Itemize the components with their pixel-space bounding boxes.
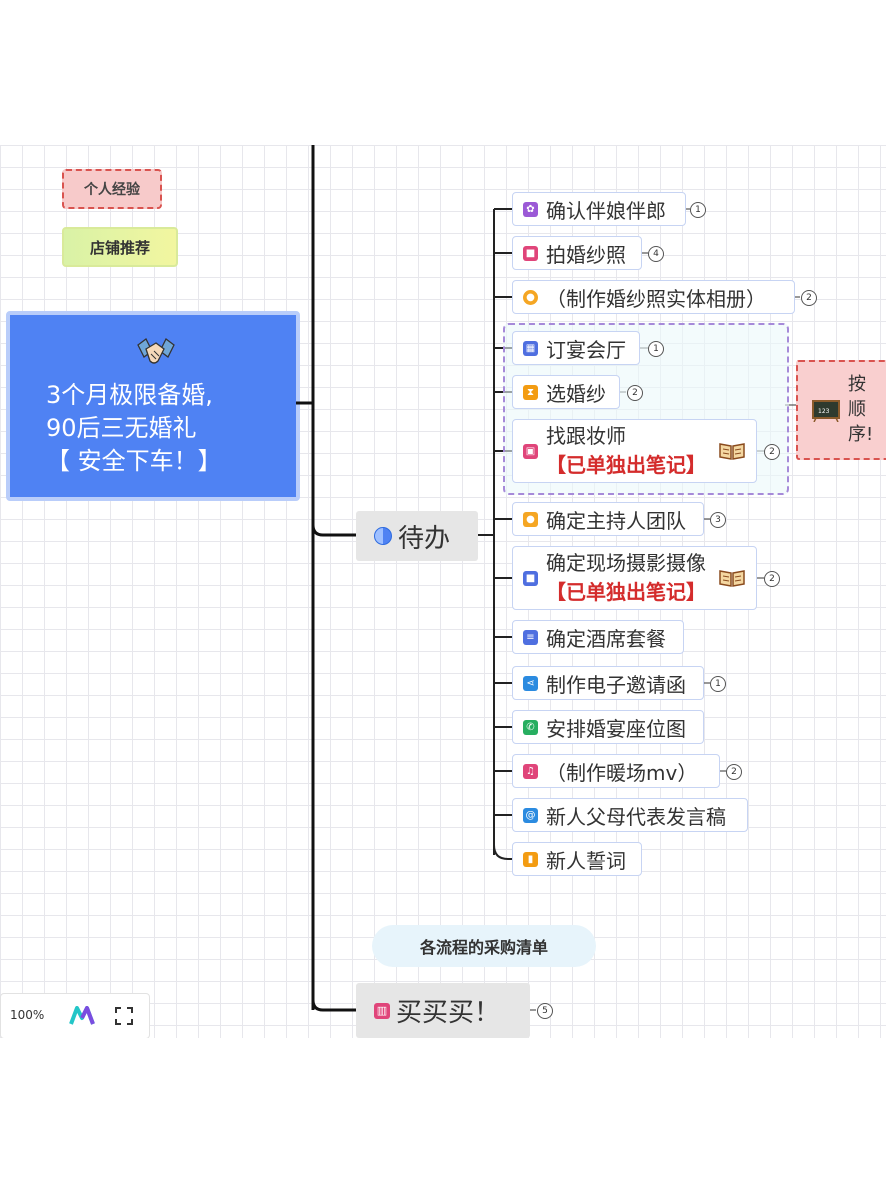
child-count-badge[interactable]: 1 bbox=[710, 676, 726, 692]
person-icon: ● bbox=[523, 511, 538, 527]
branch-buy[interactable]: ▥ 买买买！ bbox=[356, 983, 530, 1038]
notebook-icon: ▮ bbox=[523, 851, 538, 867]
root-topic[interactable]: 3个月极限备婚, 90后三无婚礼 【 安全下车！】 bbox=[6, 311, 300, 501]
mindmap-canvas[interactable]: 个人经验 店铺推荐 3个月极限备婚, 90后三无婚礼 【 安全下车！】 bbox=[0, 145, 886, 1038]
app-logo-icon[interactable] bbox=[69, 1006, 95, 1026]
blackboard-icon: 123 bbox=[812, 400, 840, 422]
todo-item-e-invitation[interactable]: ⋖ 制作电子邀请函 bbox=[512, 666, 704, 700]
todo-item-banquet-hall[interactable]: ▦ 订宴会厅 bbox=[512, 331, 640, 365]
gift-icon: ▥ bbox=[374, 1002, 390, 1019]
todo-item-label: 确定酒席套餐 bbox=[546, 626, 666, 651]
disc-icon: ● bbox=[523, 289, 538, 305]
calendar-icon: ▦ bbox=[523, 340, 538, 356]
svg-text:123: 123 bbox=[818, 408, 830, 415]
child-count-badge[interactable]: 1 bbox=[690, 202, 706, 218]
todo-item-label: 确认伴娘伴郎 bbox=[546, 198, 666, 223]
todo-item-label: （制作暖场mv） bbox=[546, 760, 698, 785]
todo-item-label: 确定主持人团队 bbox=[546, 508, 686, 533]
child-count-badge[interactable]: 2 bbox=[801, 290, 817, 306]
todo-item-label: 订宴会厅 bbox=[546, 337, 626, 362]
todo-item-warmup-mv[interactable]: ♫ （制作暖场mv） bbox=[512, 754, 720, 788]
at-sign-icon: @ bbox=[523, 807, 538, 823]
todo-item-photo-album[interactable]: ● （制作婚纱照实体相册） bbox=[512, 280, 795, 314]
connector-lines bbox=[296, 145, 800, 1012]
child-count-badge[interactable]: 3 bbox=[710, 512, 726, 528]
todo-item-label: 新人誓词 bbox=[546, 848, 626, 873]
callout-text: 按 顺 序! bbox=[848, 374, 874, 445]
child-count-badge[interactable]: 1 bbox=[648, 341, 664, 357]
child-count-badge[interactable]: 2 bbox=[764, 444, 780, 460]
todo-item-seating-chart[interactable]: ✆ 安排婚宴座位图 bbox=[512, 710, 704, 744]
todo-item-label: 拍婚纱照 bbox=[546, 242, 626, 267]
tag-shop-recommend[interactable]: 店铺推荐 bbox=[62, 227, 178, 267]
note-bubble-shopping-list[interactable]: 各流程的采购清单 bbox=[372, 925, 596, 967]
root-title-line-3: 【 安全下车！】 bbox=[46, 447, 222, 475]
todo-item-label: 选婚纱 bbox=[546, 381, 606, 406]
todo-item-label: 确定现场摄影摄像 bbox=[546, 551, 706, 575]
camera-icon: ■ bbox=[523, 245, 538, 261]
child-count-badge[interactable]: 5 bbox=[537, 1003, 553, 1019]
document-icon: ≡ bbox=[523, 629, 538, 645]
child-count-badge[interactable]: 4 bbox=[648, 246, 664, 262]
handshake-icon bbox=[137, 338, 175, 364]
book-icon bbox=[719, 443, 745, 460]
book-icon bbox=[719, 570, 745, 587]
zoom-level[interactable]: 100% bbox=[10, 1008, 45, 1022]
share-icon: ⋖ bbox=[523, 675, 538, 691]
branch-todo[interactable]: 待办 bbox=[356, 511, 478, 561]
music-note-icon: ♫ bbox=[523, 763, 538, 779]
todo-item-photography[interactable]: ■ 确定现场摄影摄像 【已单独出笔记】 bbox=[512, 546, 757, 610]
hourglass-icon: ⧗ bbox=[523, 384, 538, 400]
todo-item-host-team[interactable]: ● 确定主持人团队 bbox=[512, 502, 704, 536]
fullscreen-icon[interactable] bbox=[115, 1007, 133, 1025]
root-title-line-2: 90后三无婚礼 bbox=[46, 414, 197, 442]
todo-item-label: 安排婚宴座位图 bbox=[546, 716, 686, 741]
flower-icon: ✿ bbox=[523, 201, 538, 217]
zoom-toolbar: 100% bbox=[0, 993, 150, 1038]
todo-item-label: 找跟妆师 bbox=[546, 424, 626, 448]
separate-note-label: 【已单独出笔记】 bbox=[546, 580, 706, 604]
separate-note-label: 【已单独出笔记】 bbox=[546, 453, 706, 477]
todo-item-makeup-artist[interactable]: ▣ 找跟妆师 【已单独出笔记】 bbox=[512, 419, 757, 483]
todo-item-label: 制作电子邀请函 bbox=[546, 672, 686, 697]
todo-item-wedding-dress[interactable]: ⧗ 选婚纱 bbox=[512, 375, 620, 409]
todo-item-vows[interactable]: ▮ 新人誓词 bbox=[512, 842, 642, 876]
branch-todo-label: 待办 bbox=[398, 523, 451, 554]
callout-in-order[interactable]: 123 按 顺 序! bbox=[796, 360, 886, 460]
image-icon: ▣ bbox=[523, 443, 538, 459]
todo-item-banquet-menu[interactable]: ≡ 确定酒席套餐 bbox=[512, 620, 684, 654]
branch-buy-label: 买买买！ bbox=[396, 998, 501, 1028]
todo-item-label: （制作婚纱照实体相册） bbox=[546, 286, 766, 311]
note-text: 各流程的采购清单 bbox=[419, 938, 548, 957]
todo-item-parents-speech[interactable]: @ 新人父母代表发言稿 bbox=[512, 798, 748, 832]
phone-icon: ✆ bbox=[523, 719, 538, 735]
child-count-badge[interactable]: 2 bbox=[627, 385, 643, 401]
half-circle-icon bbox=[374, 527, 392, 545]
child-count-badge[interactable]: 2 bbox=[764, 571, 780, 587]
child-count-badge[interactable]: 2 bbox=[726, 764, 742, 780]
todo-item-label: 新人父母代表发言稿 bbox=[546, 804, 726, 829]
todo-item-wedding-photos[interactable]: ■ 拍婚纱照 bbox=[512, 236, 642, 270]
tag-personal-experience[interactable]: 个人经验 bbox=[62, 169, 162, 209]
lock-icon: ■ bbox=[523, 570, 538, 586]
todo-item-bridesmaids[interactable]: ✿ 确认伴娘伴郎 bbox=[512, 192, 686, 226]
root-title-line-1: 3个月极限备婚, bbox=[46, 381, 213, 409]
